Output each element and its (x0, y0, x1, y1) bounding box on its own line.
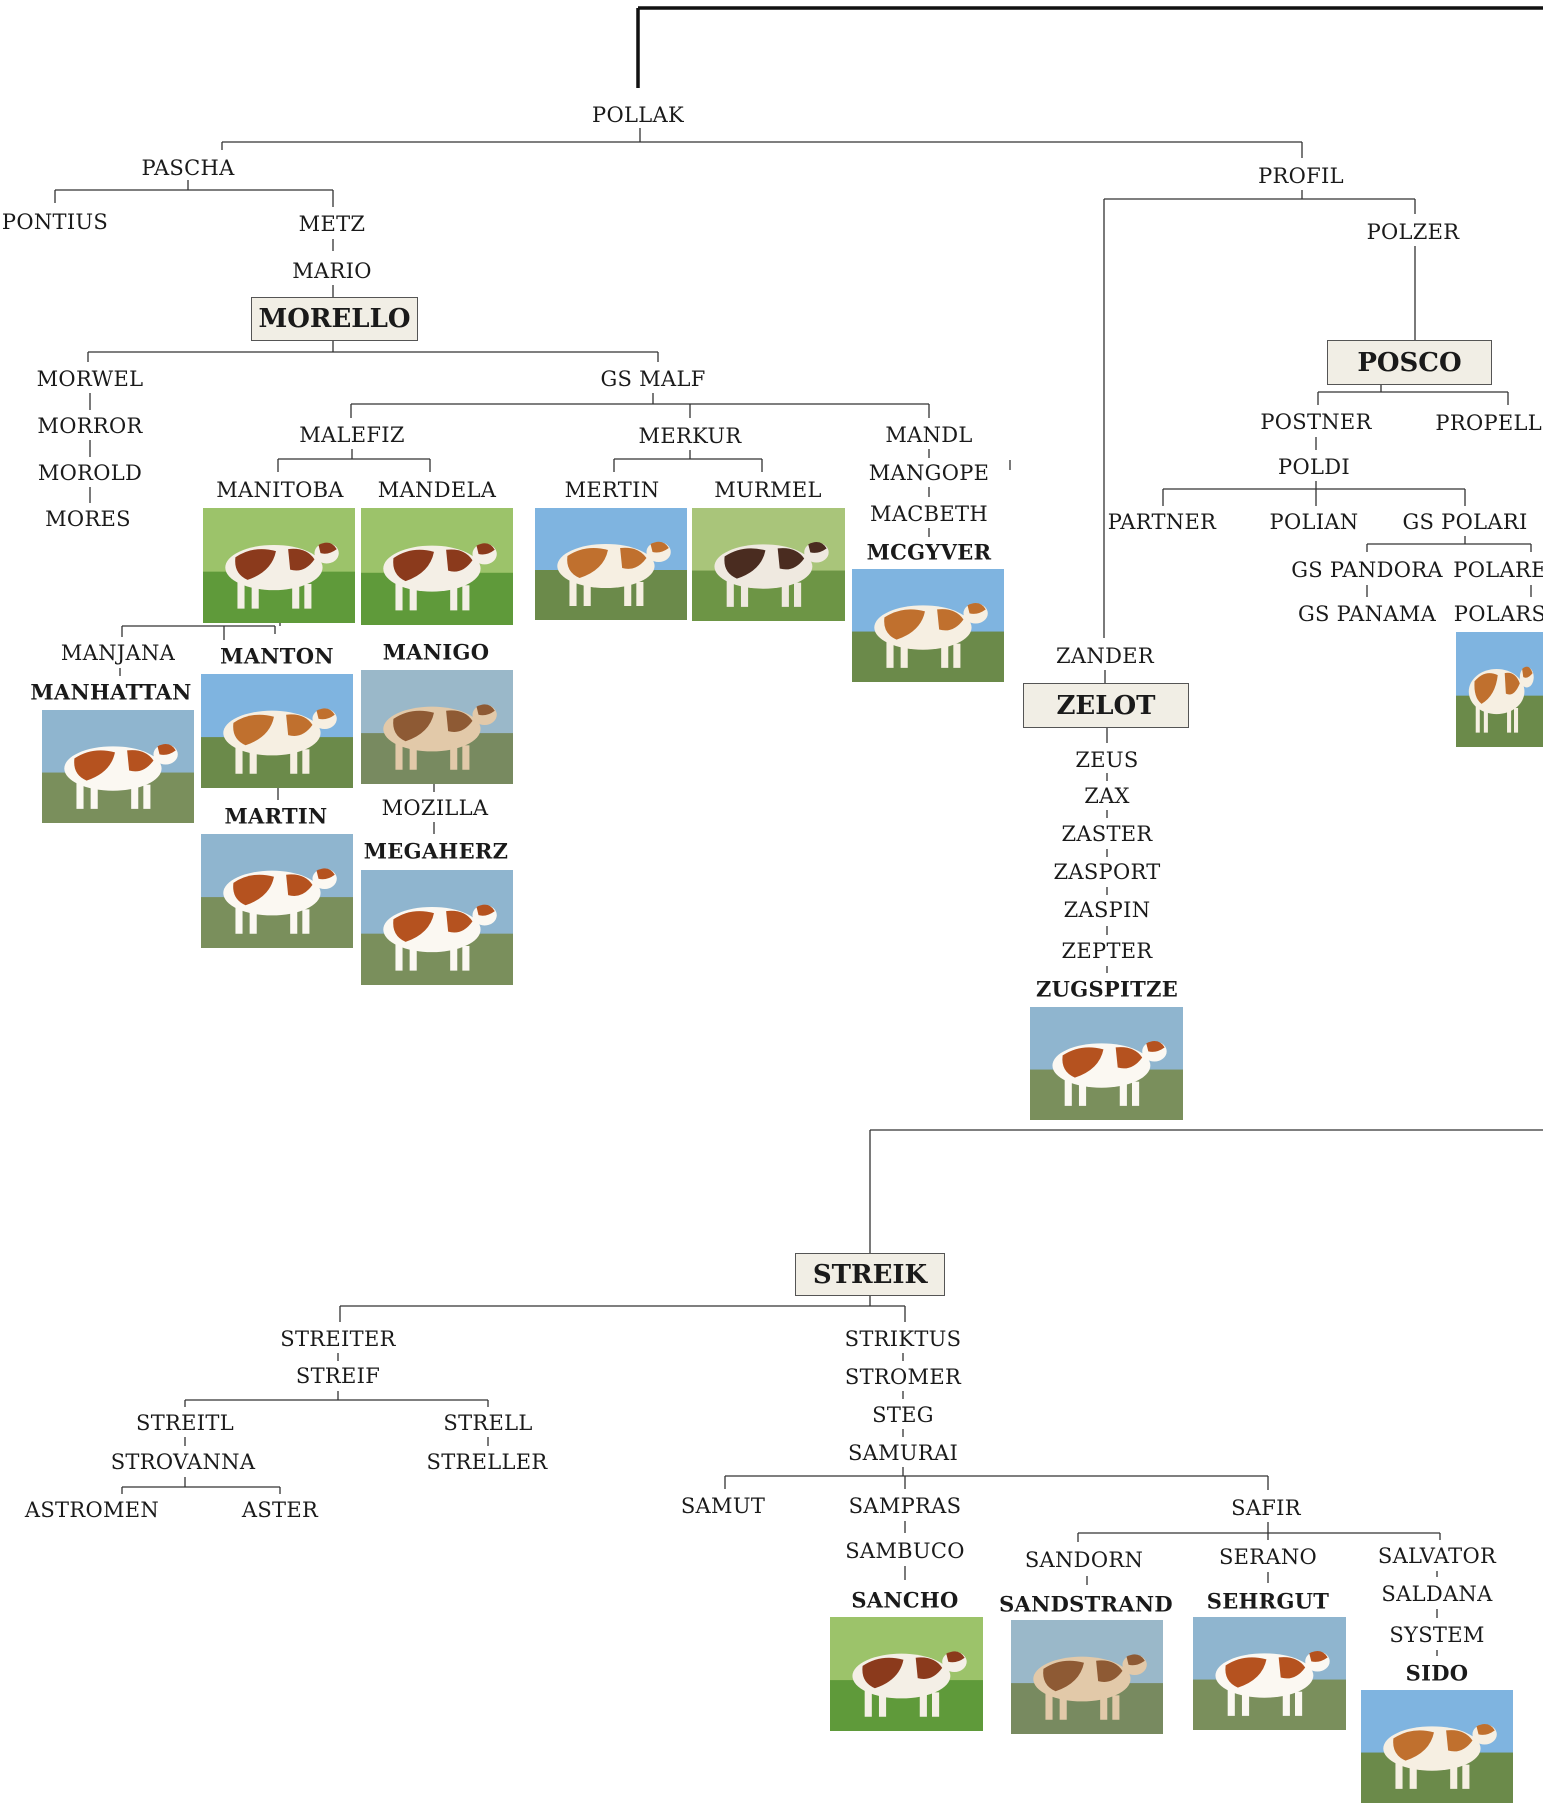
node-streiter: STREITER (280, 1327, 396, 1351)
node-mertin: MERTIN (564, 478, 660, 502)
node-striktus: STRIKTUS (844, 1327, 962, 1351)
bull-photo-manhattan (42, 710, 194, 823)
node-samurai: SAMURAI (847, 1441, 959, 1465)
node-mario: MARIO (292, 259, 372, 283)
node-strell: STRELL (443, 1411, 533, 1435)
node-martin: MARTIN (224, 803, 328, 829)
node-zander: ZANDER (1056, 644, 1154, 668)
bull-photo-mandela (361, 508, 513, 625)
node-polzer: POLZER (1366, 220, 1460, 244)
node-postner: POSTNER (1260, 410, 1372, 434)
node-sehrgut: SEHRGUT (1206, 1588, 1330, 1614)
node-gs-pandora: GS PANDORA (1291, 558, 1443, 582)
bull-photo-murmel (692, 508, 845, 621)
node-manhattan: MANHATTAN (30, 679, 192, 705)
node-poldi: POLDI (1278, 455, 1350, 479)
bull-photo-megaherz (361, 870, 513, 985)
node-zaspin: ZASPIN (1063, 898, 1151, 922)
bull-photo-manitoba (203, 508, 355, 623)
bull-photo-zugspitze (1030, 1007, 1183, 1120)
node-profil: PROFIL (1258, 164, 1344, 188)
node-malefiz: MALEFIZ (299, 423, 405, 447)
bull-photo-sancho (830, 1617, 983, 1731)
node-mozilla: MOZILLA (381, 796, 489, 820)
node-morold: MOROLD (37, 461, 143, 485)
node-box-posco: POSCO (1327, 340, 1492, 385)
node-pontius: PONTIUS (1, 210, 109, 234)
node-gs-malf: GS MALF (600, 367, 706, 391)
node-polare: POLARE (1453, 558, 1543, 582)
node-morror: MORROR (37, 414, 143, 438)
node-salvator: SALVATOR (1377, 1544, 1497, 1568)
node-strovanna: STROVANNA (110, 1450, 256, 1474)
node-zasport: ZASPORT (1053, 860, 1161, 884)
bull-photo-martin (201, 834, 353, 948)
node-merkur: MERKUR (638, 424, 742, 448)
node-box-zelot: ZELOT (1023, 683, 1189, 728)
node-serano: SERANO (1218, 1545, 1318, 1569)
bull-photo-manton (201, 674, 353, 788)
node-mores: MORES (45, 507, 131, 531)
node-macbeth: MACBETH (870, 502, 988, 526)
node-steg: STEG (872, 1403, 934, 1427)
node-megaherz: MEGAHERZ (363, 838, 509, 864)
node-manigo: MANIGO (382, 639, 490, 665)
node-samut: SAMUT (680, 1494, 766, 1518)
node-sandorn: SANDORN (1024, 1548, 1144, 1572)
node-mandl: MANDL (885, 423, 973, 447)
node-astromen: ASTROMEN (24, 1498, 160, 1522)
node-streller: STRELLER (426, 1450, 548, 1474)
node-streitl: STREITL (136, 1411, 234, 1435)
node-gs-panama: GS PANAMA (1297, 602, 1437, 626)
bull-photo-polars (1456, 632, 1543, 747)
node-polian: POLIAN (1269, 510, 1359, 534)
bull-photo-sehrgut (1193, 1617, 1346, 1730)
node-pollak: POLLAK (592, 103, 684, 127)
node-sido: SIDO (1405, 1660, 1469, 1686)
node-saldana: SALDANA (1381, 1582, 1493, 1606)
node-zaster: ZASTER (1061, 822, 1153, 846)
node-manton: MANTON (220, 643, 334, 669)
bull-photo-sandstrand (1011, 1620, 1163, 1734)
node-zepter: ZEPTER (1061, 939, 1153, 963)
node-sampras: SAMPRAS (848, 1494, 962, 1518)
node-aster: ASTER (241, 1498, 319, 1522)
node-box-streik: STREIK (795, 1253, 945, 1296)
node-zugspitze: ZUGSPITZE (1035, 976, 1179, 1002)
node-mandela: MANDELA (377, 478, 497, 502)
node-safir: SAFIR (1231, 1496, 1301, 1520)
node-zeus: ZEUS (1075, 748, 1139, 772)
bull-photo-sido (1361, 1690, 1513, 1803)
node-sandstrand: SANDSTRAND (999, 1591, 1173, 1617)
node-propelli: PROPELLI (1435, 411, 1543, 435)
node-murmel: MURMEL (714, 478, 822, 502)
node-mangope: MANGOPE (868, 461, 990, 485)
node-gs-polari: GS POLARI (1402, 510, 1528, 534)
node-pascha: PASCHA (141, 156, 235, 180)
node-manitoba: MANITOBA (216, 478, 344, 502)
node-partner: PARTNER (1107, 510, 1217, 534)
bull-photo-mcgyver (852, 569, 1004, 682)
node-mcgyver: MCGYVER (866, 539, 992, 565)
node-zax: ZAX (1084, 784, 1130, 808)
node-stromer: STROMER (844, 1365, 962, 1389)
node-manjana: MANJANA (60, 641, 176, 665)
node-box-morello: MORELLO (251, 297, 418, 341)
node-polars: POLARS (1453, 602, 1543, 626)
node-morwel: MORWEL (36, 367, 144, 391)
bull-photo-mertin (535, 508, 687, 620)
node-streif: STREIF (295, 1364, 381, 1388)
node-metz: METZ (298, 212, 366, 236)
node-sambuco: SAMBUCO (845, 1539, 965, 1563)
node-sancho: SANCHO (851, 1587, 959, 1613)
bull-photo-manigo (361, 670, 513, 784)
node-system: SYSTEM (1389, 1623, 1485, 1647)
